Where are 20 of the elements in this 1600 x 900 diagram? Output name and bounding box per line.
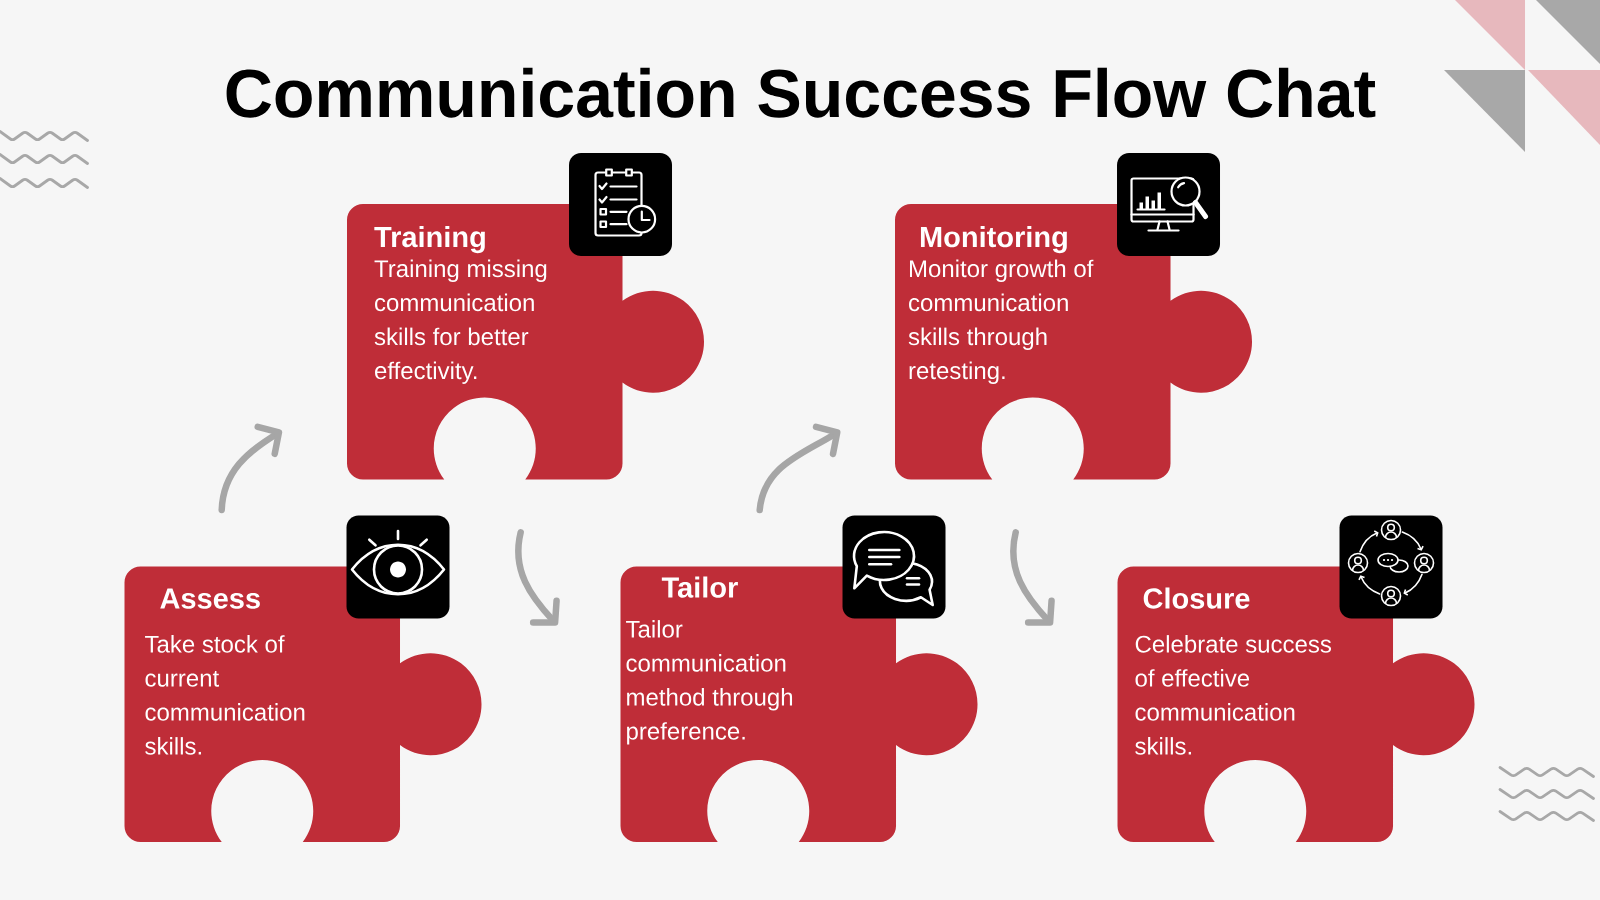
step-title: Training bbox=[374, 226, 485, 254]
curved-arrow bbox=[218, 423, 283, 514]
puzzle-piece bbox=[895, 204, 1252, 480]
step-text: Tailor communication method through preference. bbox=[626, 620, 793, 745]
step-title: Assess bbox=[160, 588, 260, 609]
puzzle-piece bbox=[1117, 566, 1475, 842]
puzzle-piece bbox=[124, 566, 482, 842]
step-text: Training missing communication skills for better effectivity. bbox=[374, 259, 547, 384]
step-text: Take stock of current communication skills. bbox=[145, 635, 305, 755]
step-title: Tailor bbox=[661, 576, 738, 598]
step-title: Monitoring bbox=[920, 226, 1067, 254]
puzzle-piece bbox=[347, 204, 704, 480]
curved-arrow bbox=[515, 529, 560, 626]
puzzle-piece bbox=[620, 566, 978, 842]
step-text: Monitor growth of communication skills through retesting. bbox=[908, 259, 1094, 384]
curved-arrow bbox=[756, 423, 841, 514]
step-title: Closure bbox=[1143, 587, 1250, 609]
title: Communication Success Flow Chat bbox=[226, 67, 1376, 118]
step-text: Celebrate success of effective communication skills. bbox=[1135, 635, 1331, 755]
curved-arrow bbox=[1010, 529, 1055, 626]
